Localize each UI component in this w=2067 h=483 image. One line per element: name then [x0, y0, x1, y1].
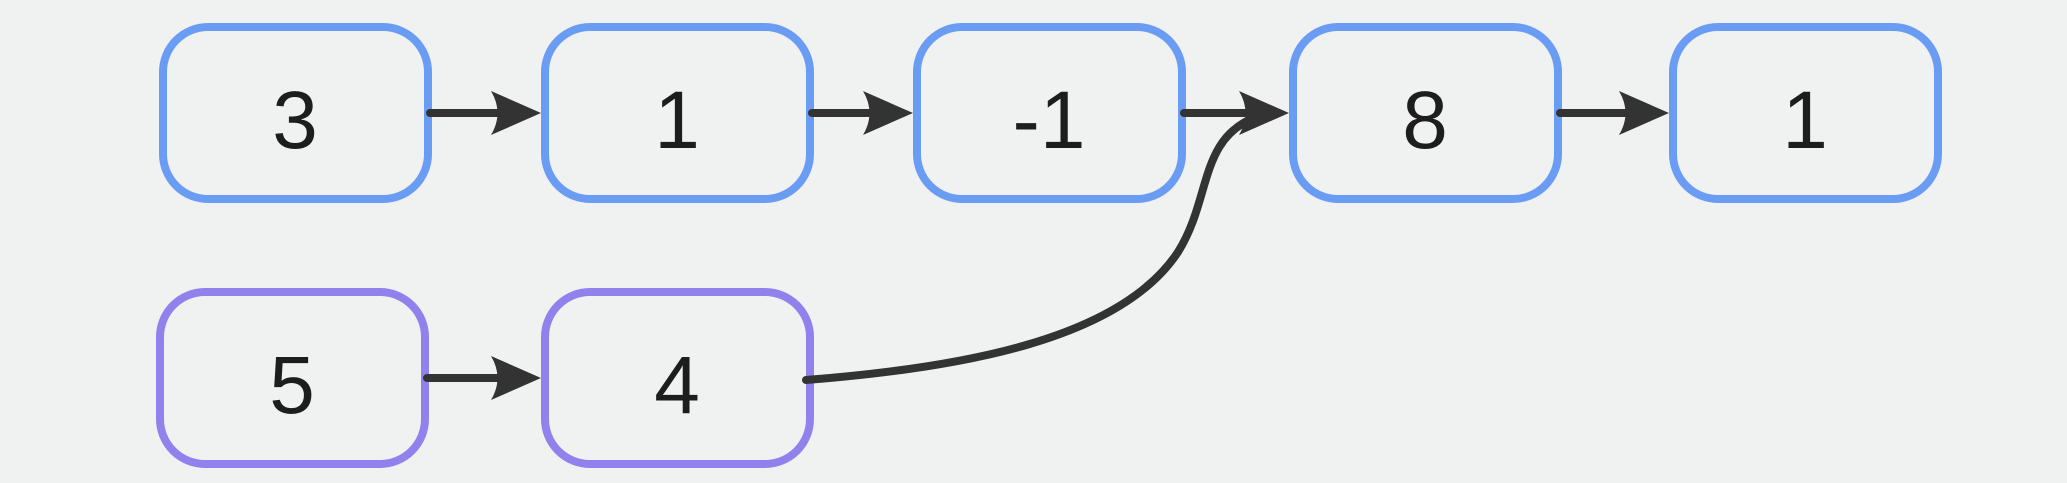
- list-a-node-2: -1: [913, 23, 1186, 203]
- list-a-node-0: 3: [159, 23, 432, 203]
- arrowhead-icon: [863, 91, 913, 135]
- arrow-a0-a1: [426, 91, 541, 135]
- merge-arrow-b1-to-a3: [802, 112, 1262, 384]
- node-value: -1: [1013, 75, 1086, 166]
- list-b-node-1: 4: [541, 288, 814, 468]
- node-value: 5: [269, 340, 315, 431]
- arrows: [423, 91, 1669, 400]
- list-b-node-0: 5: [156, 288, 429, 468]
- arrow-a2-a3: [1180, 91, 1289, 135]
- arrowhead-icon: [1239, 91, 1289, 135]
- list-a-node-1: 1: [541, 23, 814, 203]
- arrow-a1-a2: [808, 91, 913, 135]
- node-value: 1: [1782, 75, 1828, 166]
- list-a-node-3: 8: [1289, 23, 1562, 203]
- arrow-a3-a4: [1556, 91, 1669, 135]
- arrow-b0-b1: [423, 356, 541, 400]
- arrowhead-icon: [491, 356, 541, 400]
- node-value: 1: [654, 75, 700, 166]
- arrowhead-icon: [1619, 91, 1669, 135]
- arrowhead-icon: [491, 91, 541, 135]
- merge-curve-shaft: [802, 112, 1262, 384]
- node-value: 4: [654, 340, 700, 431]
- node-value: 8: [1402, 75, 1448, 166]
- node-value: 3: [272, 75, 318, 166]
- node-box: [1669, 23, 1942, 203]
- list-a-node-4: 1: [1669, 23, 1942, 203]
